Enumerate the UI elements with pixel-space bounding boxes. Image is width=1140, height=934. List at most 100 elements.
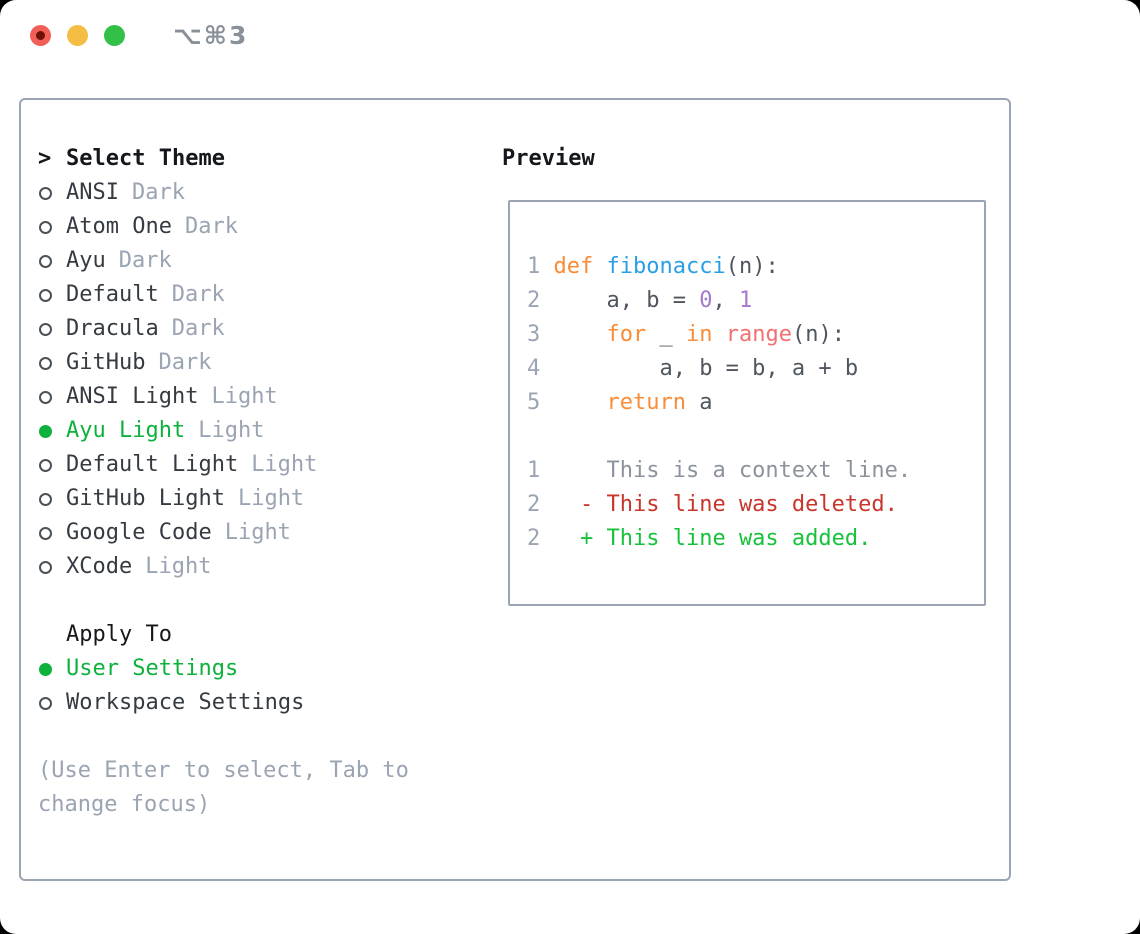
selected-radio-icon bbox=[39, 424, 52, 438]
apply-to-header: Apply To bbox=[38, 618, 438, 652]
radio-icon bbox=[39, 220, 52, 234]
select-theme-header: > Select Theme bbox=[38, 142, 438, 176]
code-line: 5 return a bbox=[527, 386, 984, 420]
help-text: (Use Enter to select, Tab to change focu… bbox=[38, 758, 409, 817]
item-label: Ayu Light bbox=[66, 418, 186, 443]
code-token: in bbox=[685, 322, 713, 347]
item-label: ANSI bbox=[66, 180, 119, 205]
close-button[interactable] bbox=[30, 24, 51, 46]
list-item[interactable]: Ayu Light Light bbox=[38, 414, 438, 448]
code-token bbox=[554, 492, 581, 517]
code-token: for bbox=[606, 322, 647, 347]
item-variant-label: Dark bbox=[184, 214, 238, 239]
item-variant-label: Light bbox=[251, 452, 318, 477]
radio-icon bbox=[39, 696, 52, 710]
list-item[interactable]: GitHub Light Light bbox=[38, 482, 438, 516]
code-token bbox=[554, 526, 581, 551]
radio-icon bbox=[39, 492, 52, 506]
code-line: 3 for _ in range(n): bbox=[527, 318, 984, 352]
list-item[interactable]: User Settings bbox=[38, 652, 438, 686]
code-line: 2 a, b = 0, 1 bbox=[527, 284, 984, 318]
code-token: (n): bbox=[791, 322, 845, 347]
item-variant-label: Light bbox=[237, 486, 305, 511]
code-token: 1 bbox=[738, 288, 753, 313]
code-token: This is a context line. bbox=[553, 458, 912, 483]
list-item[interactable]: GitHub Dark bbox=[38, 346, 438, 380]
line-number: 2 bbox=[527, 288, 554, 313]
radio-icon bbox=[39, 458, 52, 472]
line-number: 2 bbox=[527, 526, 554, 551]
line-number: 5 bbox=[527, 390, 554, 415]
item-variant-label: Dark bbox=[171, 316, 225, 341]
radio-icon bbox=[39, 526, 52, 540]
item-label: Google Code bbox=[66, 520, 212, 545]
item-variant-label: Light bbox=[198, 418, 265, 443]
code-line: 1 This is a context line. bbox=[527, 454, 984, 488]
line-number: 1 bbox=[527, 458, 554, 483]
list-item[interactable]: Default Dark bbox=[38, 278, 438, 312]
maximize-button[interactable] bbox=[104, 24, 125, 46]
spacer bbox=[38, 720, 438, 754]
code-token: , bbox=[712, 288, 739, 313]
preview-header: Preview bbox=[502, 146, 595, 171]
code-token: - This line was deleted. bbox=[580, 492, 898, 517]
code-token bbox=[593, 254, 606, 279]
code-token: fibonacci bbox=[606, 254, 726, 279]
item-variant-label: Light bbox=[145, 554, 212, 579]
code-token: (n): bbox=[725, 254, 779, 279]
radio-icon bbox=[39, 390, 52, 404]
code-token: a, b = bbox=[553, 288, 700, 313]
item-label: Default Light bbox=[66, 452, 239, 477]
item-variant-label: Dark bbox=[171, 282, 225, 307]
list-item[interactable]: Google Code Light bbox=[38, 516, 438, 550]
list-item[interactable]: Default Light Light bbox=[38, 448, 438, 482]
code-line: 4 a, b = b, a + b bbox=[527, 352, 984, 386]
code-token: _ bbox=[646, 322, 686, 347]
minimize-button[interactable] bbox=[67, 24, 88, 46]
item-label: Default bbox=[66, 282, 159, 307]
code-token bbox=[554, 322, 607, 347]
radio-icon bbox=[39, 288, 52, 302]
item-label: XCode bbox=[66, 554, 133, 579]
item-label: Ayu bbox=[66, 248, 106, 273]
list-item[interactable]: Dracula Dark bbox=[38, 312, 438, 346]
code-token: a, b = b, a + b bbox=[553, 356, 859, 381]
code-token: 0 bbox=[699, 288, 713, 313]
item-label: User Settings bbox=[66, 656, 239, 681]
code-line bbox=[527, 420, 984, 454]
code-token: range bbox=[725, 322, 792, 347]
window-title: ⌥⌘3 bbox=[173, 20, 249, 50]
item-label: Dracula bbox=[66, 316, 159, 341]
list-item[interactable]: Workspace Settings bbox=[38, 686, 438, 720]
cursor-chevron-icon: > bbox=[38, 146, 52, 171]
item-variant-label: Light bbox=[211, 384, 278, 409]
radio-icon bbox=[39, 186, 52, 200]
line-number: 3 bbox=[527, 322, 554, 347]
item-label: Workspace Settings bbox=[66, 690, 305, 715]
item-variant-label: Light bbox=[224, 520, 291, 545]
item-label: ANSI Light bbox=[66, 384, 199, 409]
line-number: 1 bbox=[527, 254, 554, 279]
item-variant-label: Dark bbox=[158, 350, 212, 375]
list-item[interactable]: XCode Light bbox=[38, 550, 438, 584]
radio-icon bbox=[39, 356, 52, 370]
radio-icon bbox=[39, 254, 52, 268]
code-line: 2 - This line was deleted. bbox=[527, 488, 984, 522]
line-number: 4 bbox=[527, 356, 554, 381]
apply-to-label: Apply To bbox=[66, 622, 172, 647]
list-item[interactable]: ANSI Light Light bbox=[38, 380, 438, 414]
code-token: a bbox=[685, 390, 713, 415]
code-token: return bbox=[606, 390, 686, 415]
radio-icon bbox=[39, 322, 52, 336]
item-label: GitHub Light bbox=[66, 486, 225, 511]
item-label: GitHub bbox=[66, 350, 146, 375]
